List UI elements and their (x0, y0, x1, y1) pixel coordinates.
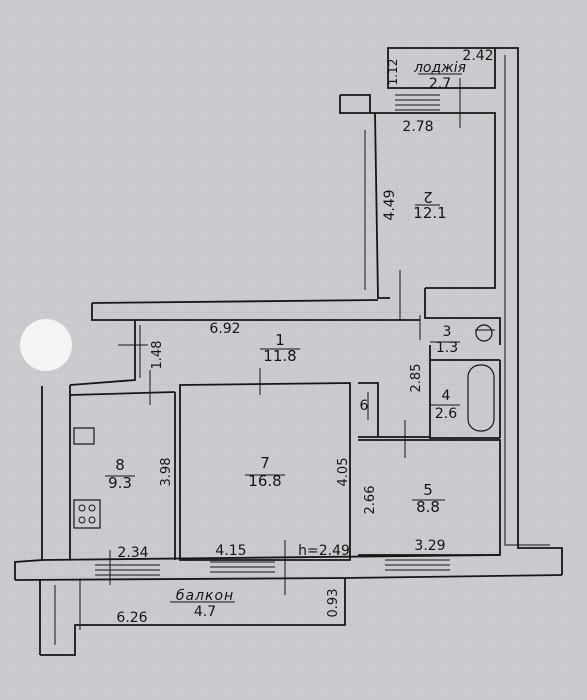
loggia-area: 2.7 (429, 76, 451, 92)
room7-number: 7 (260, 454, 270, 472)
room7-area: 16.8 (248, 472, 281, 490)
sink-icon (475, 324, 493, 342)
room6-number: 6 (360, 398, 369, 414)
room1-width: 1.48 (150, 341, 165, 370)
room2-length: 4.49 (382, 189, 398, 220)
room8-length: 3.98 (159, 458, 174, 487)
room8-number: 8 (115, 456, 125, 474)
walls (14, 47, 563, 656)
room4-area: 2.6 (435, 406, 457, 422)
loggia-depth: 1.12 (386, 59, 400, 86)
balcony-area: 4.7 (194, 604, 216, 620)
room8-width: 2.34 (117, 545, 148, 561)
wall-inner-lines (54, 55, 550, 645)
room1-length: 6.92 (209, 321, 240, 337)
room3-number: 3 (443, 324, 452, 340)
room7-width: 4.15 (215, 543, 246, 559)
room5-number: 5 (423, 481, 433, 499)
room4-length: 2.85 (409, 364, 424, 393)
room1-area: 11.8 (263, 347, 296, 365)
loggia-label: лоджія (413, 60, 466, 76)
room2-area: 12.1 (413, 204, 446, 222)
stove-icon (73, 499, 101, 529)
room7-length: 4.05 (336, 458, 351, 487)
room5-width: 3.29 (414, 538, 445, 554)
room4-number: 4 (442, 388, 451, 404)
room2-number: 2 (423, 188, 433, 206)
punch-hole (20, 319, 72, 371)
room1-number: 1 (275, 331, 285, 349)
room5-length: 2.66 (363, 486, 378, 515)
fraction-lines (105, 73, 462, 603)
room5-area: 8.8 (416, 498, 440, 516)
balcony-length: 6.26 (116, 610, 147, 626)
balcony-label: балкон (176, 588, 234, 604)
kitchen-sink-icon (73, 427, 95, 445)
windows (95, 94, 450, 576)
loggia-width: 2.42 (462, 48, 493, 64)
bathtub-icon (467, 364, 495, 432)
loggia-bottom: 2.78 (402, 119, 433, 135)
balcony-depth: 0.93 (326, 589, 341, 618)
room8-area: 9.3 (108, 474, 132, 492)
room3-area: 1.3 (436, 340, 458, 356)
ceiling-height: h=2.49 (298, 543, 350, 559)
